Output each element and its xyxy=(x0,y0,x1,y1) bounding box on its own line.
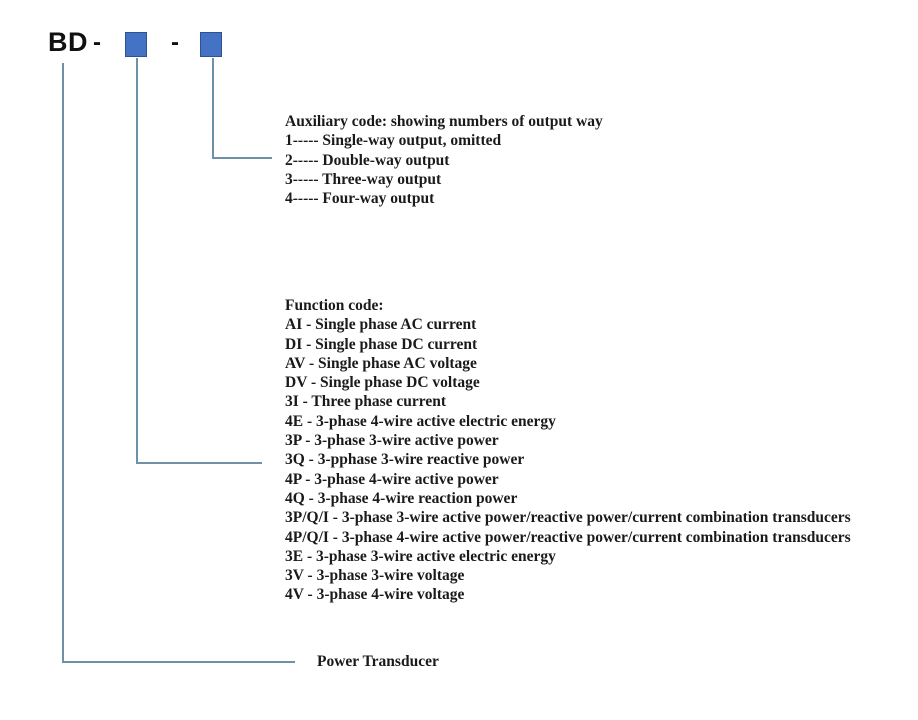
auxiliary-title: Auxiliary code: showing numbers of outpu… xyxy=(285,113,603,130)
base-product-label: Power Transducer xyxy=(317,653,439,670)
function-item: 3P - 3-phase 3-wire active power xyxy=(285,432,499,450)
connector-prefix-horizontal xyxy=(62,661,295,663)
function-item: 3V - 3-phase 3-wire voltage xyxy=(285,567,465,585)
function-item: 4P/Q/I - 3-phase 4-wire active power/rea… xyxy=(285,528,851,546)
function-code-box-icon xyxy=(125,32,147,57)
function-item: 3E - 3-phase 3-wire active electric ener… xyxy=(285,547,556,565)
function-item: 4V - 3-phase 4-wire voltage xyxy=(285,586,465,604)
function-code-block: Function code: AI - Single phase AC curr… xyxy=(285,296,851,605)
function-item: 4Q - 3-phase 4-wire reaction power xyxy=(285,489,518,507)
separator-dash-2: - xyxy=(171,29,179,56)
auxiliary-code-block: Auxiliary code: showing numbers of outpu… xyxy=(285,112,603,208)
connector-function-vertical xyxy=(136,58,138,463)
function-item: 3P/Q/I - 3-phase 3-wire active power/rea… xyxy=(285,509,851,527)
connector-function-horizontal xyxy=(136,462,262,464)
function-item: AV - Single phase AC voltage xyxy=(285,354,477,372)
function-item: DI - Single phase DC current xyxy=(285,335,478,353)
function-item: 4E - 3-phase 4-wire active electric ener… xyxy=(285,412,556,430)
function-item: 3Q - 3-pphase 3-wire reactive power xyxy=(285,451,525,469)
auxiliary-item: 1----- Single-way output, omitted xyxy=(285,132,502,150)
function-item: 3I - Three phase current xyxy=(285,393,447,411)
function-item: DV - Single phase DC voltage xyxy=(285,374,480,392)
auxiliary-code-box-icon xyxy=(200,32,222,57)
connector-auxiliary-horizontal xyxy=(212,157,272,159)
auxiliary-item: 2----- Double-way output xyxy=(285,151,450,169)
separator-dash-1: - xyxy=(93,29,101,56)
connector-prefix-vertical xyxy=(62,63,64,662)
function-item: 4P - 3-phase 4-wire active power xyxy=(285,470,499,488)
model-prefix-label: BD xyxy=(48,27,88,57)
connector-auxiliary-vertical xyxy=(212,58,214,158)
function-item: AI - Single phase AC current xyxy=(285,316,477,334)
auxiliary-item: 3----- Three-way output xyxy=(285,170,442,188)
function-title: Function code: xyxy=(285,297,384,314)
auxiliary-item: 4----- Four-way output xyxy=(285,190,435,208)
